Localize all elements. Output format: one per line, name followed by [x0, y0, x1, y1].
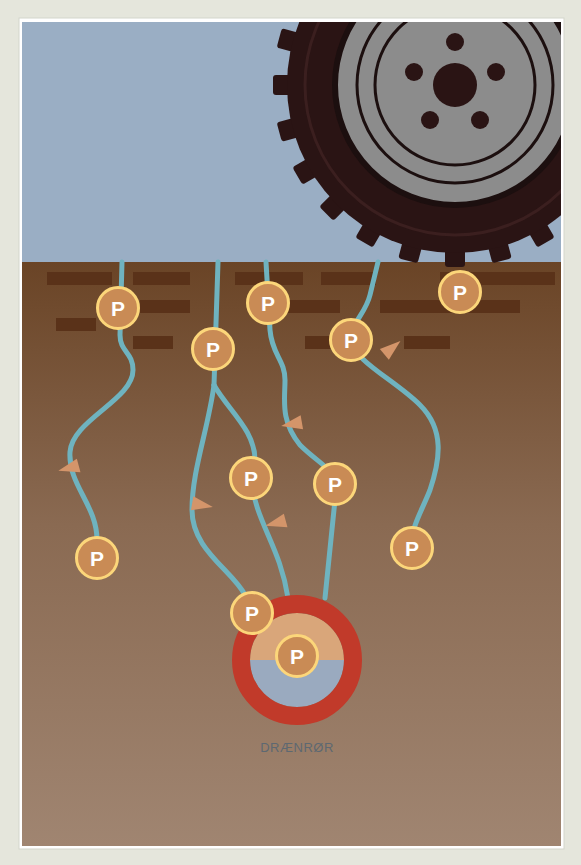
phosphorus-marker: P — [329, 318, 373, 362]
p-label: P — [261, 293, 275, 314]
phosphorus-marker: P — [275, 634, 319, 678]
tractor-tyre — [273, 22, 561, 267]
p-label: P — [344, 330, 358, 351]
flow-arrows — [57, 336, 405, 533]
phosphorus-marker: P — [313, 462, 357, 506]
phosphorus-marker: P — [75, 536, 119, 580]
soil — [22, 262, 561, 846]
p-label: P — [111, 298, 125, 319]
phosphorus-marker: P — [96, 286, 140, 330]
pipe-wall — [241, 604, 353, 716]
p-label: P — [453, 282, 467, 303]
p-label: P — [328, 474, 342, 495]
p-label: P — [90, 548, 104, 569]
p-label: P — [245, 603, 259, 624]
phosphorus-marker: P — [230, 591, 274, 635]
p-label: P — [206, 339, 220, 360]
pipe-label: DRÆNRØR — [192, 740, 402, 755]
macropores — [70, 262, 438, 598]
phosphorus-marker: P — [438, 270, 482, 314]
phosphorus-marker: P — [191, 327, 235, 371]
phosphorus-marker: P — [229, 456, 273, 500]
p-label: P — [405, 538, 419, 559]
phosphorus-marker: P — [390, 526, 434, 570]
p-label: P — [244, 468, 258, 489]
p-label: P — [290, 646, 304, 667]
phosphorus-marker: P — [246, 281, 290, 325]
